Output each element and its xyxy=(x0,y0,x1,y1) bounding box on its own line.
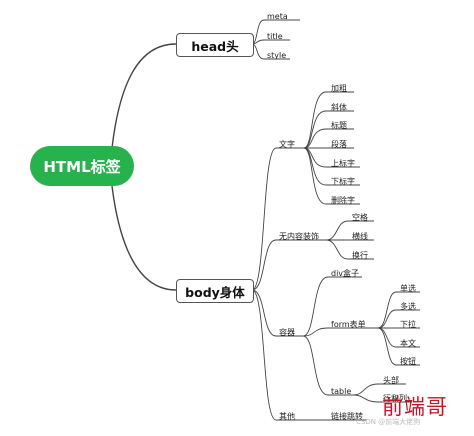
watermark-caption: CSDN @前端大佬狗 xyxy=(356,418,421,426)
group-decor: 无内容装饰 xyxy=(279,232,319,241)
text-item: 上标字 xyxy=(331,159,355,168)
node-style: style xyxy=(267,51,287,60)
form-item: 下拉 xyxy=(400,320,416,329)
table-item: 头部 xyxy=(383,376,399,385)
text-item: 标题 xyxy=(331,121,347,130)
table-item: 行和列 xyxy=(383,394,407,403)
container-div: div盒子 xyxy=(331,269,360,278)
container-form: form表单 xyxy=(331,320,366,329)
node-title: title xyxy=(267,32,283,41)
text-item: 删除字 xyxy=(331,196,355,205)
form-item: 按钮 xyxy=(400,357,416,366)
group-container: 容器 xyxy=(279,328,295,337)
body-node: body身体 xyxy=(176,279,254,303)
group-other: 其他 xyxy=(279,412,295,421)
decor-item: 空格 xyxy=(352,213,368,222)
node-meta: meta xyxy=(267,12,288,21)
head-node: head头 xyxy=(176,33,254,57)
form-item: 多选 xyxy=(400,302,416,311)
form-item: 单选 xyxy=(400,284,416,293)
text-item: 段落 xyxy=(331,140,347,149)
watermark-text: 前端哥 xyxy=(382,395,448,419)
text-item: 斜体 xyxy=(331,103,347,112)
text-item: 加粗 xyxy=(331,84,347,93)
other-item: 链接跳转 xyxy=(331,412,363,421)
container-table: table xyxy=(331,387,352,396)
root-node: HTML标签 xyxy=(30,146,134,186)
group-text: 文字 xyxy=(279,140,295,149)
text-item: 下标字 xyxy=(331,177,355,186)
form-item: 本文 xyxy=(400,339,416,348)
decor-item: 换行 xyxy=(352,251,368,260)
decor-item: 横线 xyxy=(352,232,368,241)
